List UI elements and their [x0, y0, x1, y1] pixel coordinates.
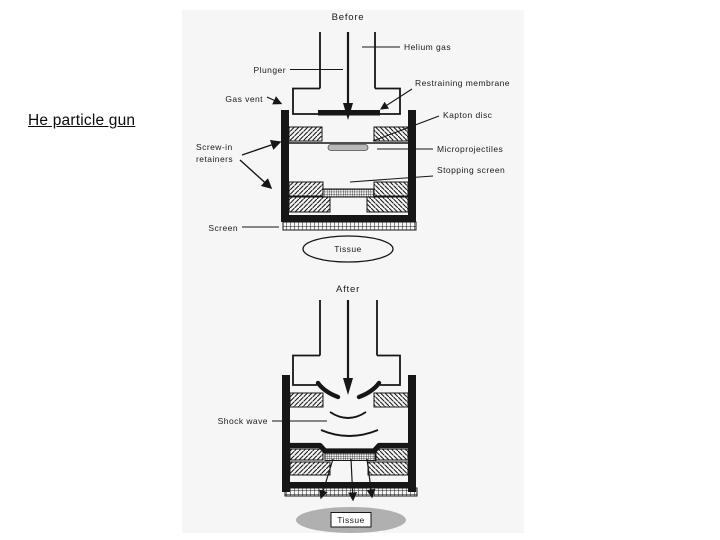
- plunger-tube: [319, 32, 376, 89]
- before-title: Before: [332, 12, 365, 23]
- retainer-bottom-left-after: [289, 461, 331, 476]
- svg-text:Microprojectiles: Microprojectiles: [437, 144, 503, 154]
- svg-text:Gas vent: Gas vent: [225, 94, 263, 104]
- stopping-screen-mesh: [322, 188, 375, 198]
- shock-wave-arcs: [320, 411, 379, 437]
- chamber-wall-right-after: [408, 375, 416, 492]
- label-screw-in-retainers: Screw-in retainers: [196, 139, 282, 190]
- retainer-mid-left-after: [289, 448, 324, 461]
- chamber-wall-left-after: [282, 375, 290, 492]
- retainer-bottom-right-after: [367, 461, 409, 476]
- svg-text:Screw-in: Screw-in: [196, 142, 233, 152]
- retainer-mid-left: [288, 181, 324, 197]
- projectile-spray-arrows: [318, 458, 376, 502]
- plunger-tube-after: [319, 300, 378, 356]
- page-title: He particle gun: [28, 112, 136, 129]
- svg-text:Kapton disc: Kapton disc: [443, 110, 493, 120]
- svg-text:Helium gas: Helium gas: [404, 42, 451, 52]
- retainer-top-left: [288, 126, 323, 142]
- particle-gun-figure: Before: [182, 10, 524, 533]
- svg-text:Stopping screen: Stopping screen: [437, 165, 505, 175]
- after-title: After: [336, 284, 360, 295]
- microprojectiles-pellet: [327, 144, 369, 151]
- retainer-top-left-after: [289, 392, 324, 408]
- helium-flow-arrow-after: [343, 300, 353, 395]
- label-shock-wave: Shock wave: [218, 416, 327, 426]
- base-plate: [283, 215, 416, 222]
- burst-membrane-flaps: [315, 380, 382, 400]
- tissue-outline: [302, 235, 394, 263]
- label-kapton-disc: Kapton disc: [372, 110, 493, 142]
- particle-gun-diagram: Before: [196, 12, 510, 533]
- retainer-bottom-left: [288, 196, 331, 213]
- svg-text:Restraining membrane: Restraining membrane: [415, 78, 510, 88]
- tissue-label-after: Tissue: [337, 515, 364, 525]
- svg-text:Shock wave: Shock wave: [218, 416, 268, 426]
- tissue-label-box: [330, 512, 372, 528]
- label-gas-vent: Gas vent: [225, 94, 283, 105]
- deformed-kapton-disc: [290, 442, 408, 454]
- retainer-mid-right: [373, 181, 409, 197]
- label-plunger: Plunger: [254, 65, 343, 75]
- label-restraining-membrane: Restraining membrane: [379, 78, 510, 110]
- screen-mesh: [282, 221, 417, 231]
- tissue-label-before: Tissue: [334, 244, 361, 254]
- helium-flow-arrow: [343, 32, 353, 120]
- chamber-wall-right: [408, 110, 416, 222]
- label-microprojectiles: Microprojectiles: [377, 144, 503, 154]
- screen-mesh-after: [284, 487, 418, 497]
- label-screen: Screen: [208, 223, 279, 233]
- chamber-wall-left: [281, 110, 289, 222]
- after-diagram: After: [218, 284, 418, 533]
- label-stopping-screen: Stopping screen: [349, 165, 505, 183]
- svg-text:Screen: Screen: [208, 223, 238, 233]
- svg-text:Plunger: Plunger: [254, 65, 286, 75]
- breech-flange-after: [292, 354, 401, 386]
- retainer-bottom-right: [366, 196, 409, 213]
- svg-text:retainers: retainers: [196, 154, 233, 164]
- base-plate-after: [283, 482, 416, 488]
- retainer-mid-right-after: [374, 448, 409, 461]
- label-helium-gas: Helium gas: [362, 42, 451, 52]
- restraining-membrane: [318, 110, 380, 116]
- before-diagram: Before: [196, 12, 510, 263]
- retainer-top-right-after: [373, 392, 409, 408]
